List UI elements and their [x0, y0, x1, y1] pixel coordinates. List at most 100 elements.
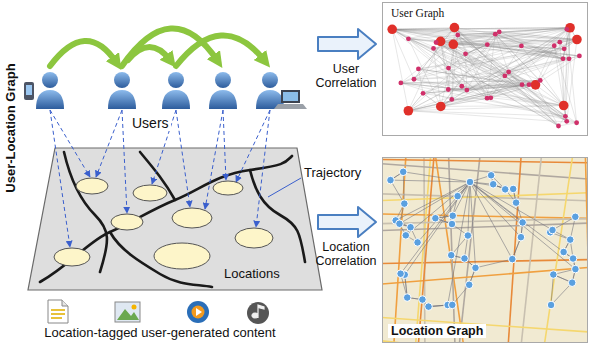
user-icon [114, 72, 130, 88]
location-dot [517, 233, 525, 241]
user-link [392, 28, 570, 30]
location-ellipse [111, 214, 143, 230]
user-dot [561, 56, 566, 61]
user-link [414, 44, 453, 79]
laptop-icon [274, 104, 307, 109]
phone-icon [24, 82, 34, 100]
user-location-link [50, 110, 70, 247]
location-dot [403, 294, 411, 302]
user-correlation-arc [128, 47, 170, 60]
music-icon [252, 305, 264, 318]
document-icon [51, 309, 65, 311]
user-icon [36, 72, 284, 109]
location-ellipse [54, 248, 90, 266]
user-icon [108, 72, 136, 109]
user-dot [502, 73, 507, 78]
user-link [436, 42, 565, 116]
user-link [448, 34, 495, 68]
map-road [382, 159, 588, 162]
user-icon [209, 72, 237, 109]
user-link [560, 42, 564, 105]
map-road [382, 223, 588, 230]
location-link [470, 182, 512, 259]
leader-line [268, 178, 301, 197]
user-location-link [176, 110, 190, 207]
user-dot [446, 87, 451, 92]
user-dot [527, 82, 532, 87]
correlation-arrow [318, 29, 376, 237]
location-link [396, 182, 470, 220]
user-icon [262, 72, 278, 88]
user-link [392, 29, 565, 116]
image-icon [117, 309, 139, 320]
user-dot [387, 25, 397, 35]
user-correlation-arc [176, 35, 264, 66]
user-dot [412, 77, 417, 82]
map-road [436, 157, 464, 343]
location-dot [566, 236, 574, 244]
user-dot [485, 96, 490, 101]
location-plane [28, 148, 322, 290]
arrow-label: User Correlation [309, 62, 383, 91]
user-dot [519, 44, 524, 49]
location-dot [472, 264, 480, 272]
graph-panel: Location Graph [382, 157, 588, 343]
location-dot [464, 232, 472, 240]
location-dot [432, 214, 440, 222]
user-link [499, 32, 569, 59]
user-dot [520, 82, 525, 87]
user-dot [446, 66, 451, 71]
user-link [458, 35, 560, 42]
user-link [509, 72, 559, 126]
location-dot [448, 301, 456, 309]
location-dot [401, 200, 409, 208]
user-link [401, 83, 566, 116]
location-dot [519, 219, 527, 227]
user-dot [556, 124, 561, 129]
user-link [392, 29, 558, 126]
user-icon [108, 90, 136, 109]
user-link [448, 68, 466, 90]
user-dot [448, 39, 458, 49]
caption-label: Location-tagged user-generated content [44, 326, 275, 341]
location-dot [572, 213, 580, 221]
user-link [509, 28, 570, 72]
location-dot [399, 168, 407, 176]
user-dot [577, 54, 582, 59]
map-road [382, 164, 588, 179]
user-link [392, 29, 408, 110]
user-link [505, 28, 570, 76]
group-label: Users [130, 115, 171, 131]
laptop-icon [281, 90, 300, 103]
user-correlation-arc [50, 41, 116, 66]
user-icon [215, 72, 231, 88]
location-dot [512, 199, 520, 207]
image-icon [115, 302, 140, 322]
location-dot [489, 180, 497, 188]
user-dot [436, 102, 446, 112]
user-link [448, 80, 540, 89]
graph-panel: User Graph [382, 2, 588, 136]
user-dot [434, 40, 439, 45]
location-dot [465, 281, 473, 289]
user-link [458, 35, 559, 126]
user-correlation-arc [122, 28, 217, 66]
location-dot [449, 212, 457, 220]
map-road [382, 267, 588, 283]
user-link [448, 49, 564, 68]
location-dot [509, 185, 517, 193]
location-ellipse [154, 243, 210, 269]
user-link [522, 85, 565, 117]
user-dot [563, 114, 568, 119]
user-dot [564, 27, 569, 32]
user-link [441, 98, 491, 107]
user-location-link [50, 110, 90, 177]
user-icon [162, 72, 190, 109]
user-icon [168, 72, 184, 88]
side-title: User-Location Graph [4, 63, 19, 192]
user-dot [431, 46, 436, 51]
user-dot [538, 78, 543, 83]
user-link [408, 39, 440, 107]
document-icon [62, 300, 68, 306]
location-map-picture [382, 157, 588, 343]
